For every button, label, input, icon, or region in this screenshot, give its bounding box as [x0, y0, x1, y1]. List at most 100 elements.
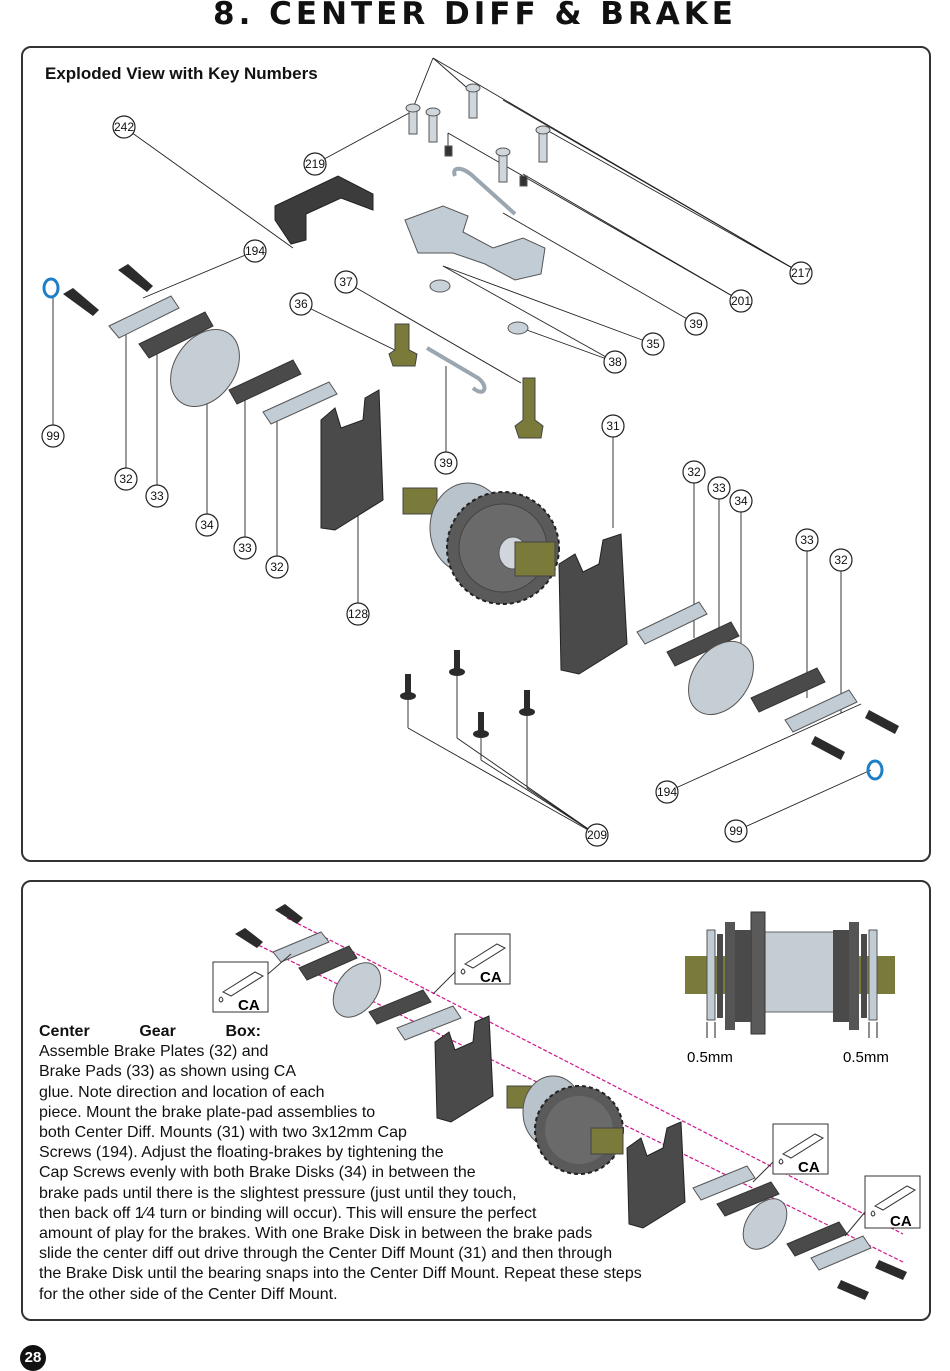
- svg-text:99: 99: [729, 824, 743, 838]
- page-title: 8. CENTER DIFF & BRAKE: [213, 0, 737, 32]
- assembly-disk-34-right: [742, 1198, 788, 1250]
- svg-text:CA: CA: [890, 1213, 912, 1230]
- cap-screws-194-left: [63, 264, 153, 316]
- svg-text:219: 219: [305, 157, 325, 171]
- callout-128: 128: [346, 602, 370, 626]
- svg-text:33: 33: [238, 541, 252, 555]
- gap-label-left: 0.5mm: [687, 1049, 733, 1066]
- svg-text:39: 39: [439, 456, 453, 470]
- brake-pad-33-left-a: [138, 311, 214, 359]
- instruction-line: Brake Pads (33) as shown using CA: [39, 1063, 297, 1081]
- diff-mount-128: [320, 389, 384, 531]
- bushing-38: [429, 279, 451, 293]
- callout-34-right: 34: [729, 489, 753, 513]
- leader-lines: [52, 57, 872, 836]
- callout-39-bottom: 39: [434, 451, 458, 475]
- instruction-line: then back off 1⁄4 turn or binding will o…: [39, 1204, 537, 1222]
- instruction-line: slide the center diff out drive through …: [39, 1245, 613, 1263]
- mount-screws-209: [400, 650, 535, 738]
- brake-pad-33-left-b: [228, 359, 302, 405]
- brake-plate-32-right-b: [784, 689, 858, 733]
- brake-pad-33-right-a: [666, 621, 740, 667]
- instruction-line: both Center Diff. Mounts (31) with two 3…: [39, 1124, 407, 1142]
- assembly-pad-33-left-b: [368, 989, 432, 1025]
- instruction-line: piece. Mount the brake plate-pad assembl…: [39, 1103, 376, 1121]
- assembly-screws-right: [837, 1260, 907, 1300]
- svg-text:39: 39: [689, 317, 703, 331]
- svg-text:217: 217: [791, 266, 811, 280]
- svg-text:32: 32: [270, 560, 284, 574]
- svg-text:CA: CA: [480, 969, 502, 986]
- assembly-disk-34-left: [332, 962, 382, 1018]
- callout-194-top: 194: [243, 239, 267, 263]
- callout-34-left: 34: [195, 513, 219, 537]
- callout-194-bottom: 194: [655, 780, 679, 804]
- instruction-line: Cap Screws evenly with both Brake Disks …: [39, 1164, 476, 1182]
- page-number: 28: [20, 1345, 46, 1371]
- gap-labels: 0.5mm 0.5mm: [687, 1049, 889, 1066]
- pin-201: [452, 166, 517, 216]
- svg-text:36: 36: [294, 297, 308, 311]
- svg-text:38: 38: [608, 355, 622, 369]
- svg-text:242: 242: [114, 120, 134, 134]
- assembly-pad-33-left-a: [298, 945, 358, 981]
- callout-33-right-b: 33: [795, 528, 819, 552]
- instruction-line: amount of play for the brakes. With one …: [39, 1225, 593, 1243]
- callout-242: 242: [112, 115, 136, 139]
- ca-glue-callout-4: CA: [844, 1175, 921, 1237]
- brake-pad-33-right-b: [750, 667, 826, 713]
- side-view-inset: [685, 911, 895, 1038]
- callout-39-top: 39: [684, 312, 708, 336]
- instruction-line: for the other side of the Center Diff Mo…: [39, 1285, 338, 1303]
- assembly-mount-left: [434, 1015, 494, 1123]
- brake-plate-32-left-b: [262, 381, 338, 425]
- assembly-plate-32-right-b: [810, 1235, 872, 1271]
- brake-bracket-219: [274, 175, 374, 245]
- svg-text:CA: CA: [798, 1159, 820, 1176]
- svg-text:32: 32: [834, 553, 848, 567]
- callout-38: 38: [603, 350, 627, 374]
- callout-33-left-a: 33: [145, 484, 169, 508]
- svg-text:34: 34: [734, 494, 748, 508]
- instruction-line: Screws (194). Adjust the floating-brakes…: [39, 1144, 444, 1162]
- brake-plate-32-left-a: [108, 295, 180, 339]
- svg-text:194: 194: [657, 785, 677, 799]
- brake-cam-36: [388, 323, 418, 367]
- svg-text:31: 31: [606, 419, 620, 433]
- callout-32-right-b: 32: [829, 548, 853, 572]
- callout-32-left-a: 32: [114, 467, 138, 491]
- callout-33-right-a: 33: [707, 476, 731, 500]
- svg-text:99: 99: [46, 429, 60, 443]
- exploded-view-subtitle: Exploded View with Key Numbers: [45, 64, 318, 83]
- instruction-line: glue. Note direction and location of eac…: [39, 1083, 325, 1101]
- assembly-mount-right: [626, 1121, 686, 1229]
- cap-screws-194-right: [811, 710, 899, 760]
- svg-text:209: 209: [587, 828, 607, 842]
- svg-text:32: 32: [687, 465, 701, 479]
- output-cup-left: [402, 487, 438, 515]
- pin-39: [425, 346, 487, 394]
- output-cup-right: [514, 541, 556, 577]
- brake-plate-32-right-a: [636, 601, 708, 645]
- svg-text:128: 128: [348, 607, 368, 621]
- exploded-view-panel: Exploded View with Key Numbers: [21, 46, 931, 862]
- svg-text:201: 201: [731, 294, 751, 308]
- instruction-line: the Brake Disk until the bearing snaps i…: [39, 1265, 642, 1283]
- callout-99-right: 99: [724, 819, 748, 843]
- callout-31: 31: [601, 414, 625, 438]
- brake-disk-34-right: [688, 641, 754, 715]
- gap-label-right: 0.5mm: [843, 1049, 889, 1066]
- callout-217: 217: [789, 261, 813, 285]
- callout-209: 209: [585, 823, 609, 847]
- brake-disk-34-left: [170, 329, 240, 407]
- exploded-view-diagram: 242 219 194 37 36 217 201 39 35 38 99 32…: [41, 57, 899, 847]
- ca-glue-callout-3: CA: [752, 1123, 829, 1183]
- assembly-plate-32-left-b: [396, 1005, 462, 1041]
- callout-32-left-b: 32: [265, 555, 289, 579]
- svg-text:33: 33: [800, 533, 814, 547]
- callout-99-left: 99: [41, 424, 65, 448]
- diff-mount-31: [558, 533, 628, 675]
- ca-glue-callout-1: CA: [212, 953, 292, 1014]
- screws-top: [405, 83, 551, 187]
- svg-text:CA: CA: [238, 997, 260, 1014]
